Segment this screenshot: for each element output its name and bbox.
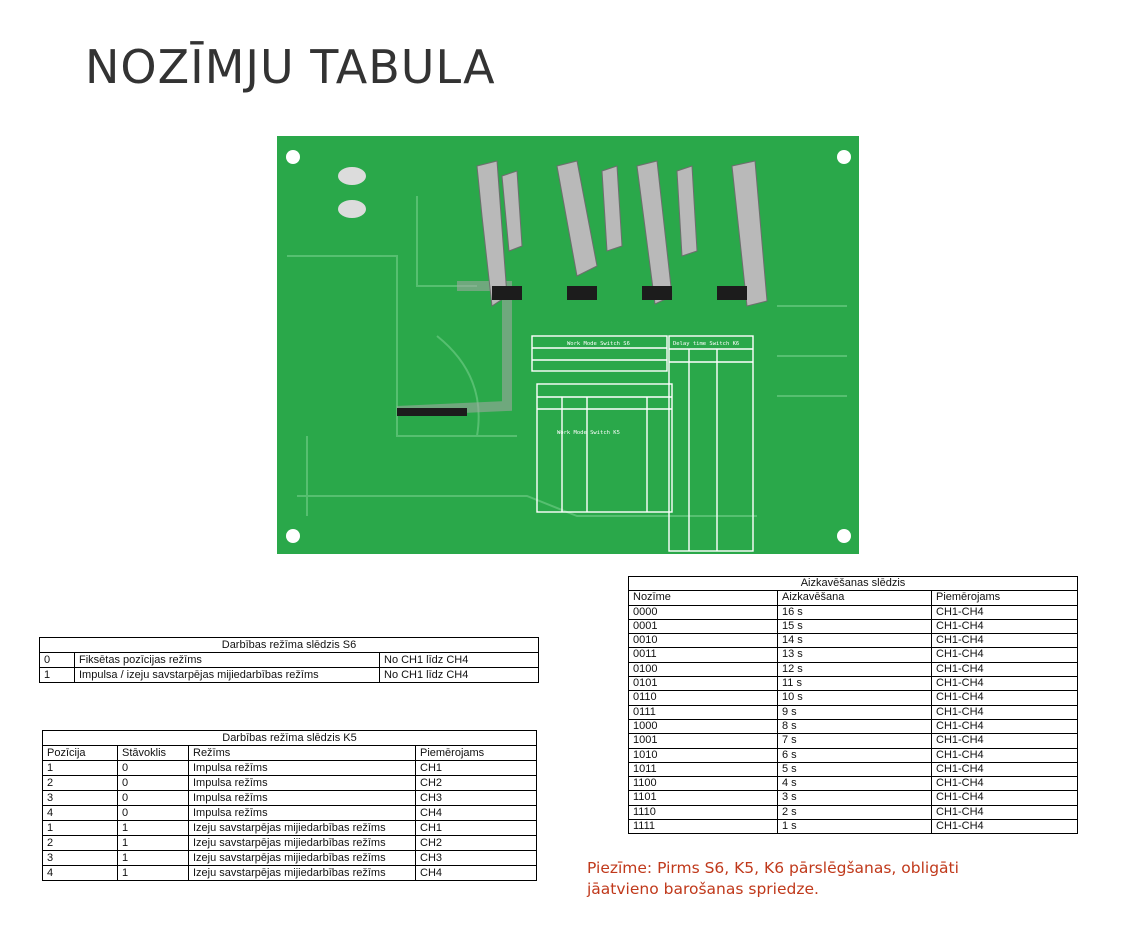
table-delay-caption: Aizkavēšanas slēdzis — [628, 575, 1078, 592]
connector-pads — [397, 286, 747, 416]
silkscreen-tables — [531, 335, 754, 552]
table-delay: Aizkavēšanas slēdzis Nozīme Aizkavēšana … — [628, 575, 1078, 835]
table-k5: Darbības režīma slēdzis K5 Pozīcija Stāv… — [42, 730, 537, 881]
table-row: 0 Fiksētas pozīcijas režīms No CH1 līdz … — [39, 652, 539, 668]
pcb-board-photo: Work Mode Switch S6 Work Mode Switch K5 … — [277, 136, 859, 554]
table-k5-caption: Darbības režīma slēdzis K5 — [42, 730, 537, 746]
table-s6: Darbības režīma slēdzis S6 0 Fiksētas po… — [39, 637, 539, 683]
table-header-row: Pozīcija Stāvoklis Režīms Piemērojams — [42, 745, 537, 761]
pcb-k5-title: Work Mode Switch K5 — [557, 430, 620, 436]
table-row: 1 Impulsa / izeju savstarpējas mijiedarb… — [39, 667, 539, 683]
capacitors — [338, 167, 366, 218]
warning-note: Piezīme: Pirms S6, K5, K6 pārslēgšanas, … — [587, 859, 959, 898]
relay-solder-pads — [476, 160, 768, 307]
table-header-row: Nozīme Aizkavēšana Piemērojams — [628, 590, 1078, 606]
table-s6-caption: Darbības režīma slēdzis S6 — [39, 637, 539, 653]
pcb-s6-title: Work Mode Switch S6 — [567, 341, 630, 347]
mounting-holes — [286, 150, 851, 543]
page-title: NOZĪMJU TABULA — [85, 40, 496, 94]
pcb-k6-title: Delay time Switch K6 — [673, 341, 739, 347]
